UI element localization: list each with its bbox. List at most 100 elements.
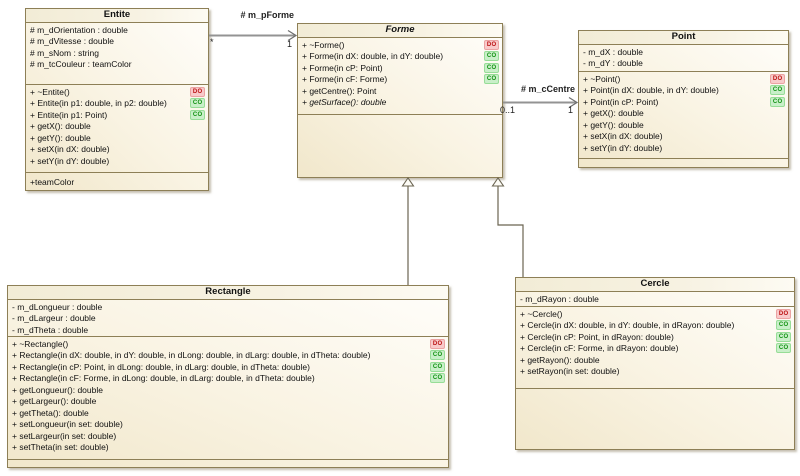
class-point[interactable]: Point - m_dX : double- m_dY : double + ~… [578,30,789,168]
member-text: + ~Rectangle() [12,338,69,349]
association-entite-forme[interactable] [209,29,298,42]
member-text: - m_dLongueur : double [12,301,103,312]
destructor-badge: DO [770,73,785,84]
generalization-rectangle-forme[interactable] [401,177,415,285]
association-label-m-ccentre[interactable]: # m_cCentre [520,84,575,94]
multiplicity-forme-source-side: 0..1 [500,105,516,115]
member-text: + getTheta(): double [12,407,89,418]
class-title-entite: Entite [26,9,208,22]
operation-row: + Entite(in p1: Point)CO [26,109,208,121]
operation-row: + ~Cercle()DO [516,308,794,320]
member-text: + Cercle(in cP: Point, in dRayon: double… [520,331,674,342]
operation-row: + setX(in dX: double) [26,144,208,156]
extra-compartment-label: +teamColor [30,176,75,187]
constructor-badge: CO [430,361,445,372]
operation-row: + Rectangle(in cF: Forme, in dLong: doub… [8,373,448,385]
constructor-badge: CO [776,320,791,331]
operation-row: + setY(in dY: double) [579,142,788,154]
member-text: # m_sNom : string [30,47,99,58]
member-text: + ~Forme() [302,39,345,50]
class-title-rectangle: Rectangle [8,286,448,299]
member-text: + Point(in dX: double, in dY: double) [583,85,719,96]
class-rectangle[interactable]: Rectangle - m_dLongueur : double- m_dLar… [7,285,449,468]
attribute-row: - m_dX : double [579,46,788,58]
multiplicity-point-side: 1 [568,105,574,115]
operations-compartment: + ~Rectangle() DO + Rectangle(in dX: doubl… [8,336,448,459]
destructor-badge: DO [484,39,499,50]
operation-row: + getRayon(): double [516,354,794,366]
operation-row: + getSurface(): double [298,97,502,109]
attribute-row: - m_dY : double [579,58,788,70]
operation-row: + Cercle(in cF: Forme, in dRayon: double… [516,343,794,355]
operation-row: + ~Forme() DO [298,39,502,51]
operation-row: + ~Entite()DO [26,86,208,98]
member-text: + getX(): double [30,121,91,132]
association-label-m-pforme[interactable]: # m_pForme [240,10,294,20]
constructor-badge: CO [484,62,499,73]
operation-row: + getY(): double [26,132,208,144]
member-text: + getCentre(): Point [302,85,377,96]
attributes-compartment: - m_dX : double- m_dY : double [579,44,788,71]
operations-compartment: + ~Cercle()DO+ Cercle(in dX: double, in … [516,306,794,388]
generalization-cercle-forme[interactable] [491,177,524,277]
attribute-row: - m_dRayon : double [516,293,794,305]
destructor-badge: DO [190,86,205,97]
attribute-row: # m_sNom : string [26,47,208,59]
member-text: + Cercle(in cF: Forme, in dRayon: double… [520,343,679,354]
operation-row: + ~Point() DO [579,73,788,85]
operation-row: + getLargeur(): double [8,396,448,408]
operation-row: + Point(in dX: double, in dY: double)CO [579,85,788,97]
member-text: + getY(): double [30,132,91,143]
member-text: + ~Point() [583,73,621,84]
operation-row: + Point(in cP: Point) CO [579,96,788,108]
member-text: + Point(in cP: Point) [583,96,659,107]
member-text: + Rectangle(in cF: Forme, in dLong: doub… [12,373,315,384]
member-text: + setRayon(in set: double) [520,366,620,377]
member-text: + setLargeur(in set: double) [12,430,117,441]
class-title-point: Point [579,31,788,44]
class-cercle[interactable]: Cercle - m_dRayon : double + ~Cercle()DO… [515,277,795,450]
member-text: + getSurface(): double [302,97,387,108]
operation-row: + getTheta(): double [8,407,448,419]
member-text: - m_dLargeur : double [12,313,96,324]
operation-row: + Forme(in dX: double, in dY: double)CO [298,51,502,63]
attributes-compartment: - m_dRayon : double [516,291,794,306]
member-text: + Forme(in dX: double, in dY: double) [302,51,444,62]
constructor-badge: CO [770,96,785,107]
operation-row: + setLongueur(in set: double) [8,419,448,431]
attributes-compartment: - m_dLongueur : double- m_dLargeur : dou… [8,299,448,336]
member-text: - m_dY : double [583,58,643,69]
operation-row: + Entite(in p1: double, in p2: double)CO [26,98,208,110]
operation-row: + ~Rectangle() DO [8,338,448,350]
empty-compartment [579,158,788,167]
operation-row: + Forme(in cP: Point)CO [298,62,502,74]
class-forme[interactable]: Forme + ~Forme()DO+ Forme(in dX: double,… [297,23,503,178]
operations-compartment: + ~Forme()DO+ Forme(in dX: double, in dY… [298,37,502,114]
extra-compartment: +teamColor [26,172,208,190]
class-entite[interactable]: Entite # m_dOrientation : double# m_dVit… [25,8,209,191]
member-text: + getY(): double [583,119,644,130]
member-text: # m_dVitesse : double [30,36,114,47]
operation-row: + Forme(in cF: Forme)CO [298,74,502,86]
member-text: + getLargeur(): double [12,396,97,407]
operation-row: + getLongueur(): double [8,384,448,396]
operation-row: + getY(): double [579,119,788,131]
member-text: + Cercle(in dX: double, in dY: double, i… [520,320,735,331]
empty-compartment [516,388,794,449]
operations-compartment: + ~Entite()DO+ Entite(in p1: double, in … [26,84,208,172]
constructor-badge: CO [484,74,499,85]
operation-row: + setTheta(in set: double) [8,442,448,454]
member-text: + getX(): double [583,108,644,119]
destructor-badge: DO [430,338,445,349]
member-text: - m_dTheta : double [12,324,89,335]
operation-row: + Rectangle(in dX: double, in dY: double… [8,350,448,362]
member-text: + setLongueur(in set: double) [12,419,123,430]
operation-row: + Cercle(in dX: double, in dY: double, i… [516,320,794,332]
empty-compartment [298,114,502,177]
member-text: + Rectangle(in dX: double, in dY: double… [12,350,371,361]
operation-row: + getCentre(): Point [298,85,502,97]
attribute-row: # m_dVitesse : double [26,36,208,48]
operation-row: + setRayon(in set: double) [516,366,794,378]
operations-compartment: + ~Point()DO+ Point(in dX: double, in dY… [579,71,788,158]
